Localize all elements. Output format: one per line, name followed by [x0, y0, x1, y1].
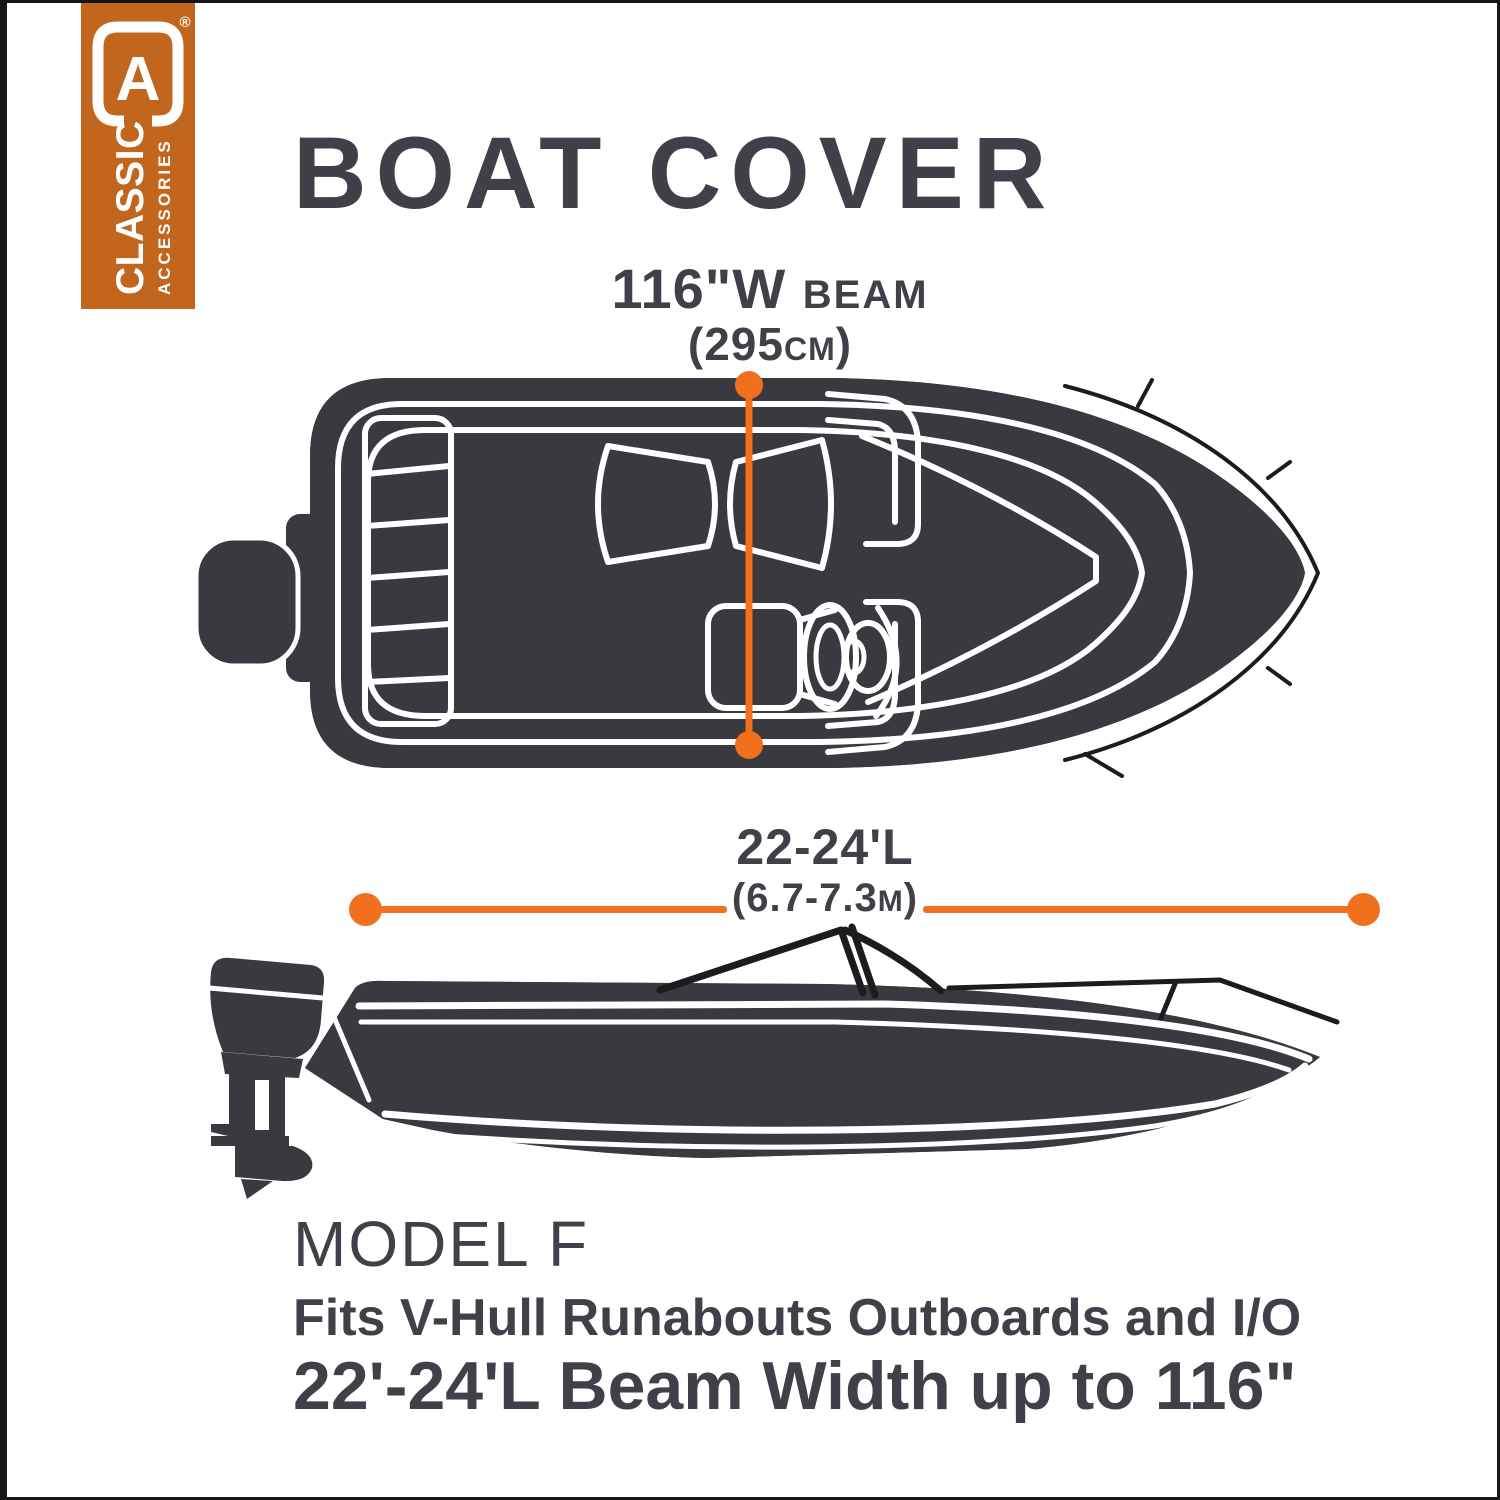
- boat-side-view-diagram: [206, 923, 1340, 1199]
- cover-fabric-watermark: [310, 378, 1305, 768]
- length-value: 22-24'L: [736, 819, 914, 875]
- beam-unit-label: BEAM: [802, 273, 929, 317]
- boat-top-view-diagram: [193, 371, 1320, 778]
- bow-boat-outline: [1063, 378, 1320, 778]
- brand-badge: A ® CLASSIC ACCESSORIES: [81, 3, 195, 309]
- monogram-letter: A: [116, 45, 161, 114]
- beam-dot-top: [735, 371, 763, 399]
- fits-description: Fits V-Hull Runabouts Outboards and I/O: [293, 1289, 1302, 1347]
- ca-monogram-icon: A: [92, 21, 184, 127]
- beam-metric-open: (295: [687, 318, 784, 370]
- windshield-frame: [656, 923, 945, 999]
- bow-v-seam: [859, 433, 1099, 705]
- beam-metric-unit: CM: [783, 331, 836, 367]
- classic-accessories-logo: A ® CLASSIC ACCESSORIES: [92, 14, 191, 295]
- length-metric-open: (6.7-7.3: [731, 876, 878, 920]
- length-dot-left: [349, 893, 382, 926]
- beam-value: 116"W: [611, 257, 787, 320]
- console-outlines: [825, 391, 921, 755]
- length-line-right: [923, 906, 1363, 913]
- registered-mark: ®: [179, 14, 190, 31]
- beam-dot-bottom: [735, 731, 763, 759]
- length-metric-unit: M: [877, 885, 904, 918]
- size-description: 22'-24'L Beam Width up to 116": [293, 1348, 1297, 1424]
- bow-rail: [946, 977, 1340, 1025]
- model-name: MODEL F: [293, 1208, 590, 1280]
- pedestal-seat-top: [595, 437, 834, 571]
- page-title: BOAT COVER: [293, 116, 1056, 230]
- length-line-left: [365, 906, 727, 913]
- beam-measurement-label: 116"W BEAM (295CM): [500, 261, 1040, 370]
- cover-inner-seam: [365, 427, 1145, 719]
- length-dot-right: [1347, 893, 1380, 926]
- side-view-outboard-motor: [206, 957, 326, 1199]
- pedestal-seat-bottom: [705, 602, 893, 712]
- top-view-outboard-motor: [193, 535, 301, 669]
- length-measurement-label: 22-24'L (6.7-7.3M): [590, 822, 1060, 918]
- length-metric-close: ): [903, 876, 919, 920]
- brand-name-classic: CLASSIC: [109, 120, 152, 295]
- beam-measurement-line: [735, 371, 763, 759]
- hull-stripes: [355, 1000, 1313, 1150]
- stern-bench-seat: [362, 415, 454, 727]
- cover-outer-seam: [335, 401, 1193, 745]
- beam-metric-close: ): [835, 318, 853, 370]
- brand-name-accessories: ACCESSORIES: [155, 138, 174, 295]
- transom-seam: [328, 1007, 372, 1103]
